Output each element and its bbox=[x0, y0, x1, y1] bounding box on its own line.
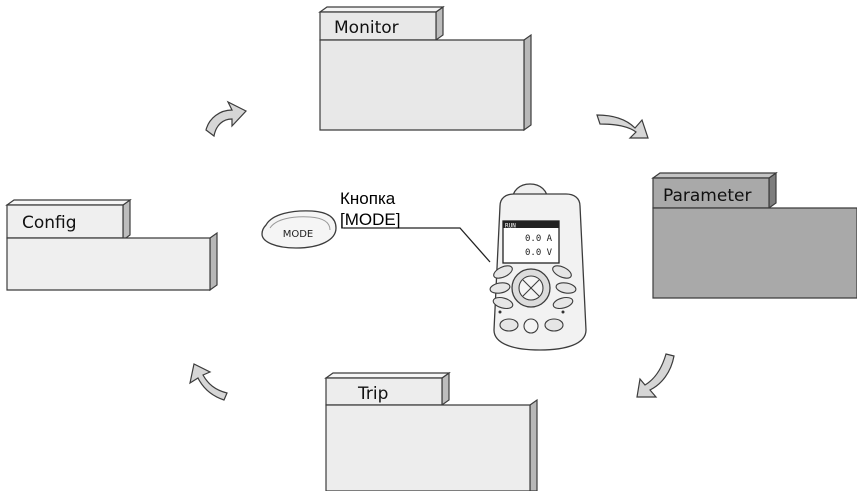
config-folder-body bbox=[6, 237, 211, 291]
config-folder: Config bbox=[5, 198, 218, 292]
keypad-key-left2 bbox=[492, 296, 514, 310]
keypad-display-header: RUN bbox=[505, 223, 516, 230]
arrow-monitor-to-parameter-icon bbox=[596, 114, 649, 139]
mode-button-callout: Кнопка [MODE] bbox=[340, 188, 450, 230]
arrow-config-to-monitor-icon bbox=[205, 100, 247, 138]
arrow-parameter-to-trip-icon bbox=[636, 353, 675, 398]
callout-line1: Кнопка bbox=[340, 189, 396, 208]
trip-folder: Trip bbox=[324, 371, 538, 491]
keypad-key-right3 bbox=[552, 296, 574, 310]
parameter-folder: Parameter bbox=[651, 171, 857, 299]
keypad-key-left1 bbox=[489, 282, 511, 294]
keypad-display-line1: 0.0 A bbox=[525, 234, 553, 244]
trip-folder-body bbox=[325, 404, 531, 491]
monitor-folder-body bbox=[319, 39, 525, 131]
keypad-key-right2 bbox=[555, 282, 577, 294]
callout-leader bbox=[344, 227, 491, 263]
keypad-key-stop bbox=[544, 318, 564, 332]
monitor-label: Monitor bbox=[334, 18, 399, 38]
trip-label: Trip bbox=[357, 384, 388, 404]
keypad-display-line2: 0.0 V bbox=[525, 248, 553, 258]
config-label: Config bbox=[22, 213, 77, 233]
parameter-label: Parameter bbox=[663, 186, 751, 206]
parameter-folder-body bbox=[652, 207, 857, 299]
keypad-device: RUN 0.0 A 0.0 V bbox=[489, 183, 587, 351]
monitor-folder: Monitor bbox=[318, 5, 532, 132]
arrow-trip-to-config-icon bbox=[189, 363, 228, 401]
keypad-key-run bbox=[499, 318, 519, 332]
mode-button-label: MODE bbox=[283, 229, 314, 240]
callout-line2: [MODE] bbox=[340, 210, 401, 229]
keypad-key-right1 bbox=[552, 265, 572, 279]
mode-button[interactable]: MODE bbox=[261, 210, 337, 249]
keypad-key-mode bbox=[493, 265, 513, 279]
keypad-key-center bbox=[523, 318, 539, 334]
